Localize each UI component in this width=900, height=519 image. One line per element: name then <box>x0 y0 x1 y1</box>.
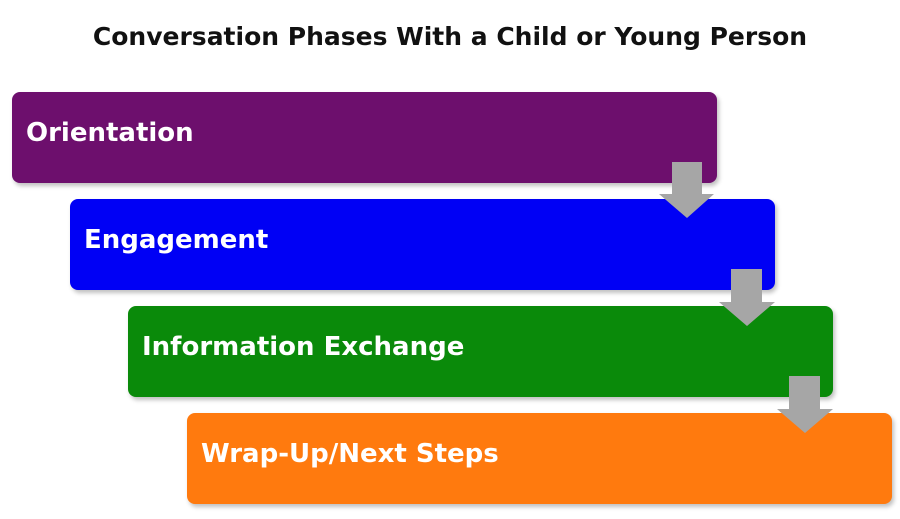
phase-orientation: Orientation <box>12 92 717 183</box>
phase-label: Wrap-Up/Next Steps <box>201 439 499 469</box>
down-arrow-icon <box>719 269 775 326</box>
phase-wrap-up: Wrap-Up/Next Steps <box>187 413 892 504</box>
phase-information-exchange: Information Exchange <box>128 306 833 397</box>
phase-label: Engagement <box>84 225 269 255</box>
diagram-title: Conversation Phases With a Child or Youn… <box>92 22 808 51</box>
phase-engagement: Engagement <box>70 199 775 290</box>
phase-label: Information Exchange <box>142 332 465 362</box>
phase-label: Orientation <box>26 118 194 148</box>
down-arrow-icon <box>659 162 714 218</box>
down-arrow-icon <box>777 376 833 433</box>
